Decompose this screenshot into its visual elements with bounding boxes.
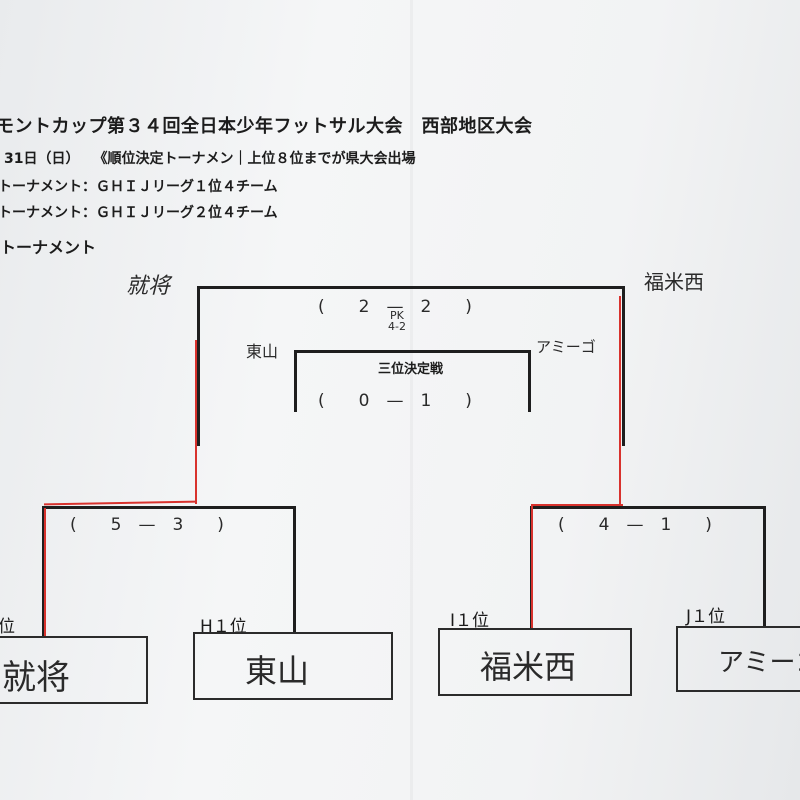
team-name-1: 就将 (2, 658, 70, 698)
semi-left-score: ( 5 — 3 ) (70, 515, 224, 535)
winner-line-right-vertical-low (531, 506, 533, 630)
seed-label-i: I１位 (450, 611, 490, 631)
third-left-team: 東山 (246, 342, 279, 361)
semi-right-top-line (530, 506, 766, 509)
final-right-leg (622, 286, 625, 446)
third-top-line (294, 350, 530, 353)
winner-line-right-horizontal (531, 504, 623, 506)
group1-line: トーナメント：ＧＨＩＪリーグ１位４チーム (0, 179, 278, 195)
team-name-2: 東山 (245, 652, 310, 690)
third-place-title: 三位決定戦 (378, 362, 444, 377)
final-right-winner: 福米西 (644, 270, 704, 294)
team-name-4: アミーゴ (718, 648, 800, 678)
group2-line: トーナメント：ＧＨＩＪリーグ２位４チーム (0, 205, 278, 221)
final-top-line (197, 286, 623, 289)
team-box-3: 福米西 (438, 628, 632, 696)
team-box-1: 就将 (0, 636, 148, 704)
third-right-leg (528, 350, 531, 412)
section-title: トーナメント (0, 238, 97, 257)
date-line: 31日（日） 《順位決定トーナメン｜上位８位までが県大会出場 (4, 151, 416, 167)
third-left-leg (294, 350, 297, 412)
seed-label-g: 位 (0, 617, 15, 637)
third-place-score: ( 0 — 1 ) (318, 391, 472, 411)
winner-line-right-vertical-high (619, 296, 621, 506)
team-box-4: アミーゴ (676, 626, 800, 692)
semi-right-right-leg (763, 506, 766, 626)
tournament-title: モントカップ第３４回全日本少年フットサル大会 西部地区大会 (0, 116, 533, 137)
winner-line-left-horizontal (43, 500, 197, 506)
winner-line-left-vertical-high (195, 340, 197, 504)
final-left-leg (197, 286, 200, 446)
seed-label-j: J１位 (686, 607, 726, 627)
final-left-winner: 就将 (126, 274, 171, 299)
semi-left-top-line (42, 506, 296, 509)
final-score: ( 2 — 2 ) (318, 297, 472, 317)
team-box-2: 東山 (193, 632, 393, 700)
semi-left-left-leg (42, 506, 45, 636)
semi-left-right-leg (293, 506, 296, 632)
winner-line-left-vertical-low (44, 508, 46, 636)
semi-right-score: ( 4 — 1 ) (558, 515, 712, 535)
third-right-team: アミーゴ (536, 338, 596, 356)
team-name-3: 福米西 (480, 648, 577, 686)
final-pk: PK 4-2 (388, 309, 406, 333)
